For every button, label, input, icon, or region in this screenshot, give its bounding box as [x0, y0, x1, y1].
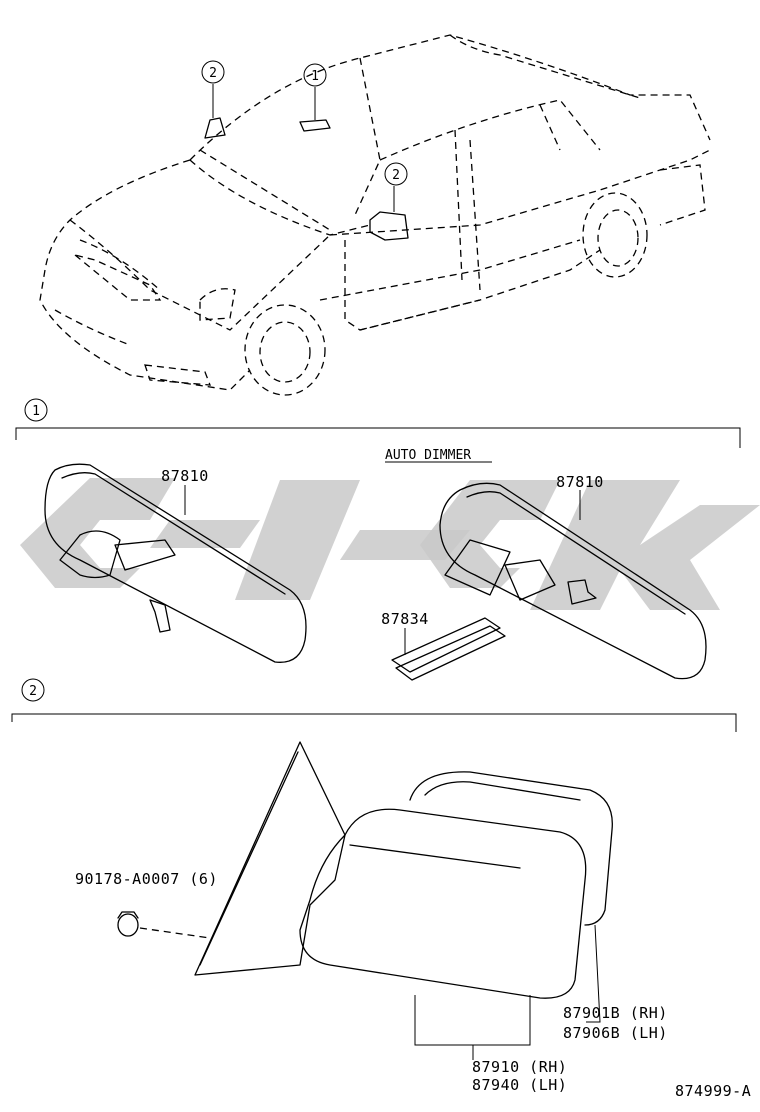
inner-mirror-left [44, 463, 307, 663]
section-2-frame [11, 678, 737, 732]
auto-dimmer-label: AUTO DIMMER [385, 448, 471, 463]
car-callout-2-left: 2 [209, 66, 217, 81]
watermark [20, 478, 760, 610]
car-callout-1: 1 [311, 69, 319, 84]
car-callout-2-right: 2 [392, 168, 400, 183]
part-87910: 87910 (RH) [472, 1058, 567, 1076]
cover-87834 [391, 617, 506, 681]
part-87834: 87834 [381, 610, 429, 628]
section-1-number: 1 [32, 404, 40, 419]
car-illustration [39, 34, 711, 396]
part-87810-right: 87810 [556, 473, 604, 491]
part-87906B: 87906B (LH) [563, 1024, 668, 1042]
outer-mirror [117, 741, 613, 1060]
section-1-frame [15, 398, 741, 463]
figure-code: 874999-A [675, 1082, 751, 1100]
inner-mirror-right [439, 482, 707, 680]
part-87940: 87940 (LH) [472, 1076, 567, 1094]
part-87810-left: 87810 [161, 467, 209, 485]
section-2-number: 2 [29, 684, 37, 699]
part-87901B: 87901B (RH) [563, 1004, 668, 1022]
part-90178: 90178-A0007 (6) [75, 870, 218, 888]
